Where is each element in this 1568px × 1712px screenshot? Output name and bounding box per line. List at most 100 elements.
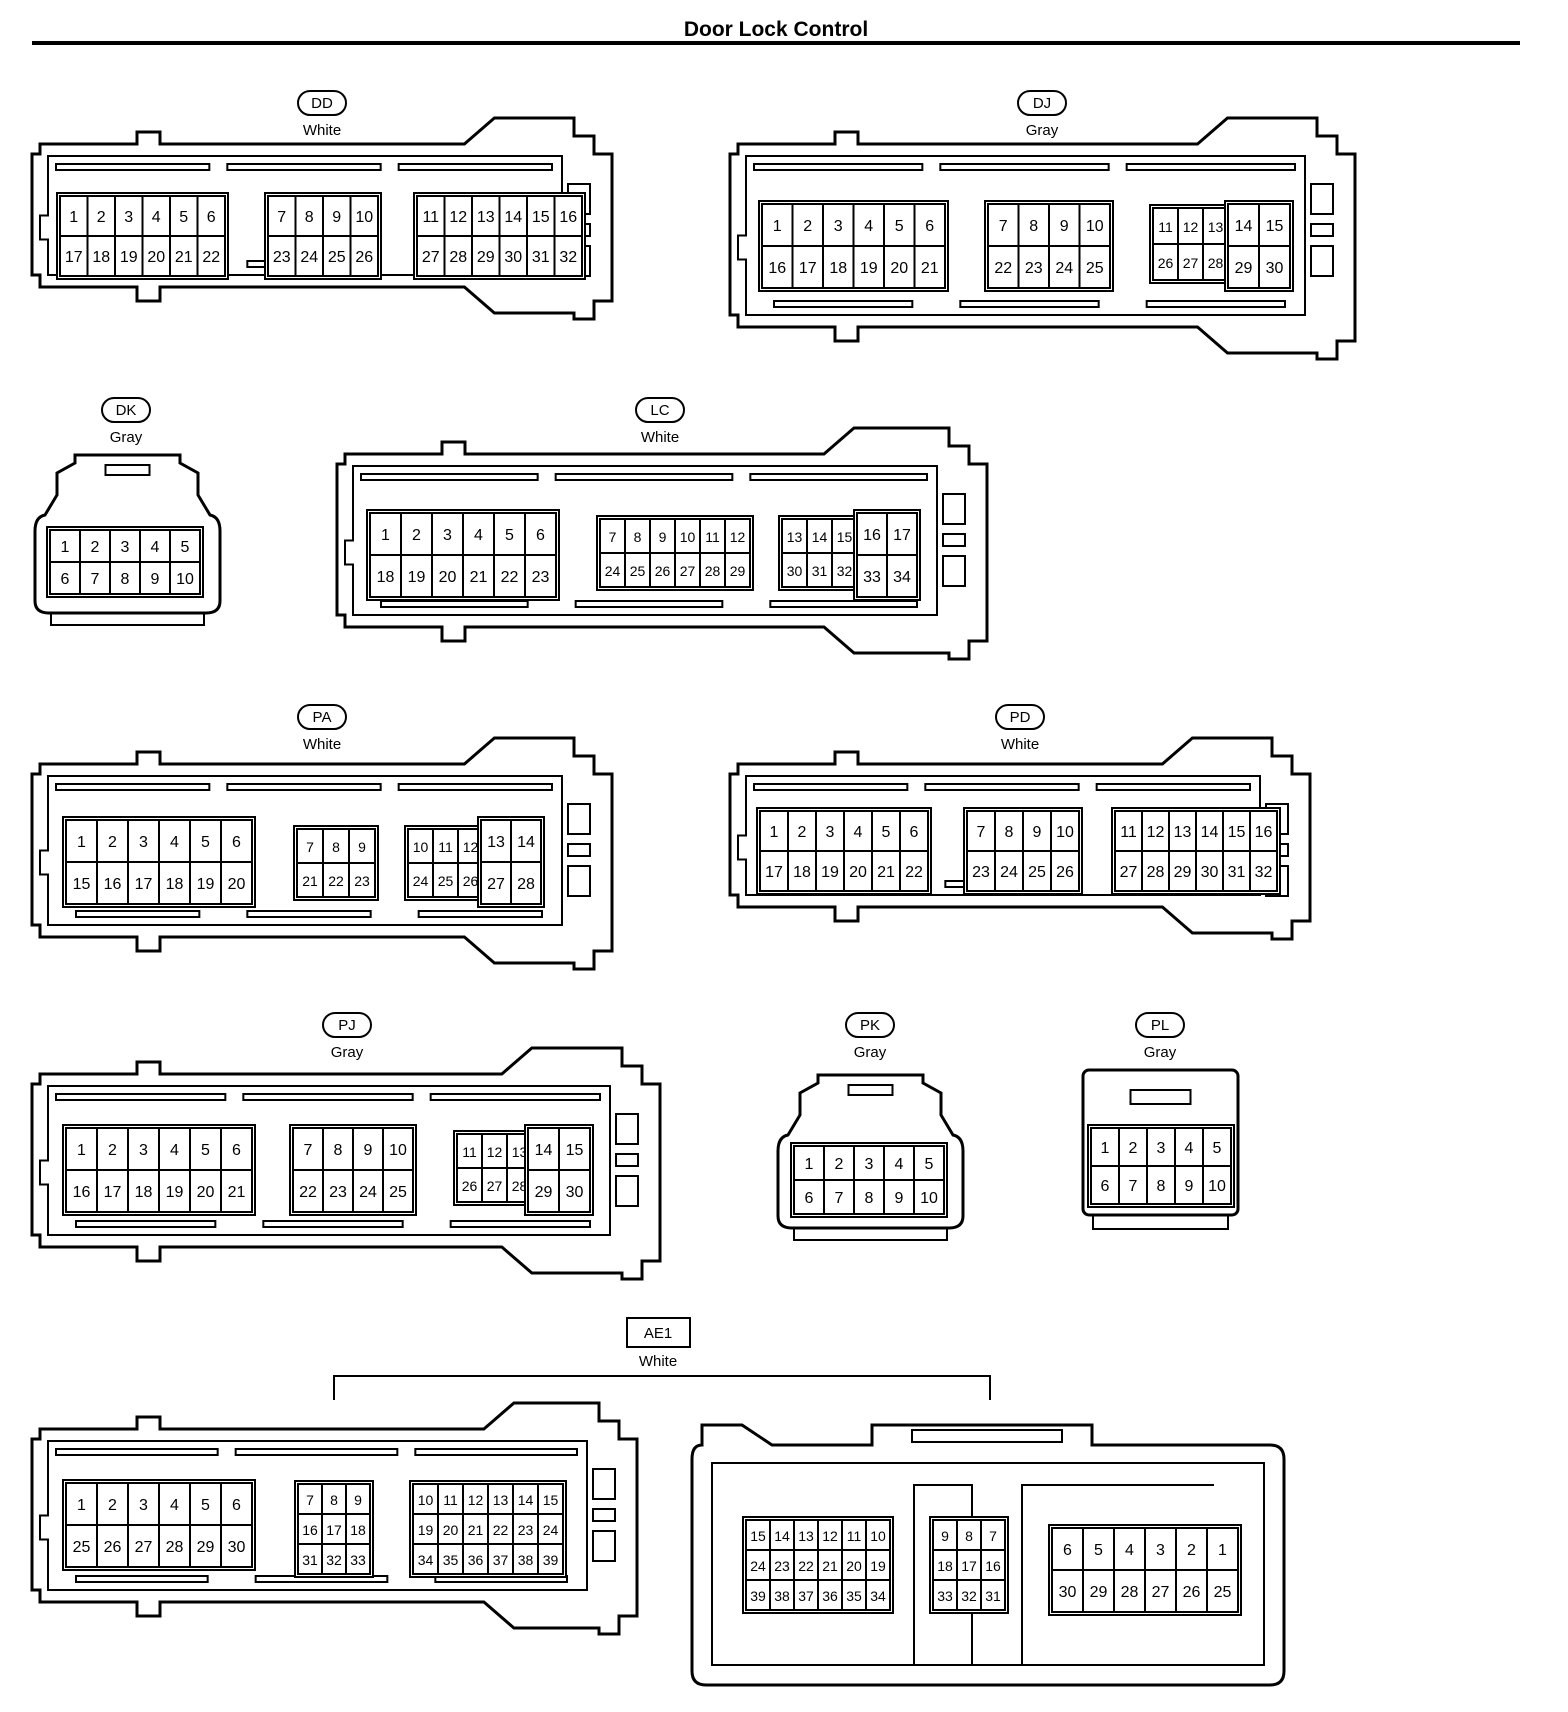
pin-number: 13 (1174, 824, 1192, 841)
pin-number: 1 (1218, 1542, 1227, 1559)
pin-number: 29 (535, 1184, 553, 1201)
pin-cell (1113, 1569, 1146, 1613)
connector-color: Gray (854, 1044, 887, 1061)
pin-number: 1 (61, 539, 70, 556)
pin-number: 19 (408, 569, 426, 586)
pin-cell (994, 850, 1024, 892)
pin-number: 8 (121, 571, 130, 588)
pin-number: 22 (501, 569, 519, 586)
connector-code-badge (1017, 90, 1067, 116)
lock-tab (592, 1530, 616, 1562)
pin-number: 2 (108, 834, 117, 851)
pin-cell (462, 1543, 489, 1575)
pin-number: 27 (1152, 1584, 1170, 1601)
pin-number: 7 (306, 839, 314, 855)
pin-number: 31 (532, 249, 550, 266)
pin-number: 15 (532, 209, 550, 226)
pin-number: 9 (1185, 1178, 1194, 1195)
latch-slot-top (55, 163, 211, 171)
pin-cell (169, 235, 199, 277)
lock-tab (942, 493, 966, 525)
pin-number: 24 (543, 1522, 559, 1538)
pin-cell (321, 1543, 347, 1575)
pin-number: 34 (893, 569, 911, 586)
pin-cell (345, 1513, 371, 1545)
pin-number: 23 (354, 873, 370, 889)
pin-number: 5 (201, 1142, 210, 1159)
pin-cell (1249, 850, 1278, 892)
pin-cell (843, 810, 873, 852)
connector-housing (33, 453, 222, 615)
pin-cell (352, 1169, 384, 1213)
pin-number: 27 (487, 876, 505, 893)
pin-cell (510, 861, 542, 905)
pin-cell (1258, 245, 1291, 289)
pin-number: 35 (443, 1552, 459, 1568)
connector-code: PD (1010, 709, 1031, 726)
pin-number: 6 (1101, 1178, 1110, 1195)
pin-cell (462, 512, 495, 556)
pin-cell (527, 1127, 560, 1171)
pin-number: 17 (326, 1522, 342, 1538)
pin-cell (1078, 203, 1111, 247)
pin-number: 9 (895, 1190, 904, 1207)
lock-tab (1310, 223, 1334, 237)
pin-cell (1152, 243, 1179, 281)
latch-slot-top (1129, 1089, 1192, 1105)
pin-number: 30 (1059, 1584, 1077, 1601)
pin-number: 11 (1158, 219, 1173, 235)
connector-code: LC (650, 402, 669, 419)
pin-number: 32 (961, 1588, 977, 1604)
pin-number: 25 (328, 249, 346, 266)
pin-cell (169, 561, 201, 595)
pin-number: 21 (302, 873, 318, 889)
pin-number: 18 (92, 249, 110, 266)
pin-number: 9 (1033, 824, 1042, 841)
pin-cell (558, 1169, 591, 1213)
pin-number: 14 (517, 834, 535, 851)
pin-cell (220, 861, 253, 905)
latch-slot-top (397, 783, 553, 791)
pin-number: 26 (655, 563, 671, 579)
pin-number: 6 (61, 571, 70, 588)
pin-cell (932, 1549, 958, 1581)
pin-cell (1141, 850, 1170, 892)
pin-number: 18 (166, 876, 184, 893)
pin-cell (189, 1169, 222, 1213)
connector-code: AE1 (644, 1325, 672, 1342)
pin-number: 22 (798, 1558, 814, 1574)
pin-cell (1078, 245, 1111, 289)
pin-number: 28 (705, 563, 721, 579)
pin-number: 5 (179, 209, 188, 226)
pin-number: 26 (1056, 864, 1074, 881)
pin-number: 10 (680, 529, 696, 545)
housing-inner-outline (737, 155, 1306, 316)
pin-cell (1118, 1165, 1148, 1205)
pin-number: 4 (170, 1497, 179, 1514)
pin-cell (462, 554, 495, 598)
connector-code: DJ (1033, 95, 1051, 112)
pin-number: 9 (358, 839, 366, 855)
pin-number: 23 (518, 1522, 534, 1538)
pin-number: 8 (334, 1142, 343, 1159)
connector-color: Gray (331, 1044, 364, 1061)
pin-number: 13 (493, 1492, 509, 1508)
pin-number: 10 (418, 1492, 434, 1508)
pin-number: 18 (377, 569, 395, 586)
pin-number: 23 (532, 569, 550, 586)
pin-cell (432, 862, 459, 898)
pin-number: 10 (1208, 1178, 1226, 1195)
pin-cell (1227, 245, 1260, 289)
lock-tab (615, 1153, 639, 1167)
pin-cell (966, 850, 996, 892)
pin-number: 20 (439, 569, 457, 586)
pin-number: 16 (863, 527, 881, 544)
